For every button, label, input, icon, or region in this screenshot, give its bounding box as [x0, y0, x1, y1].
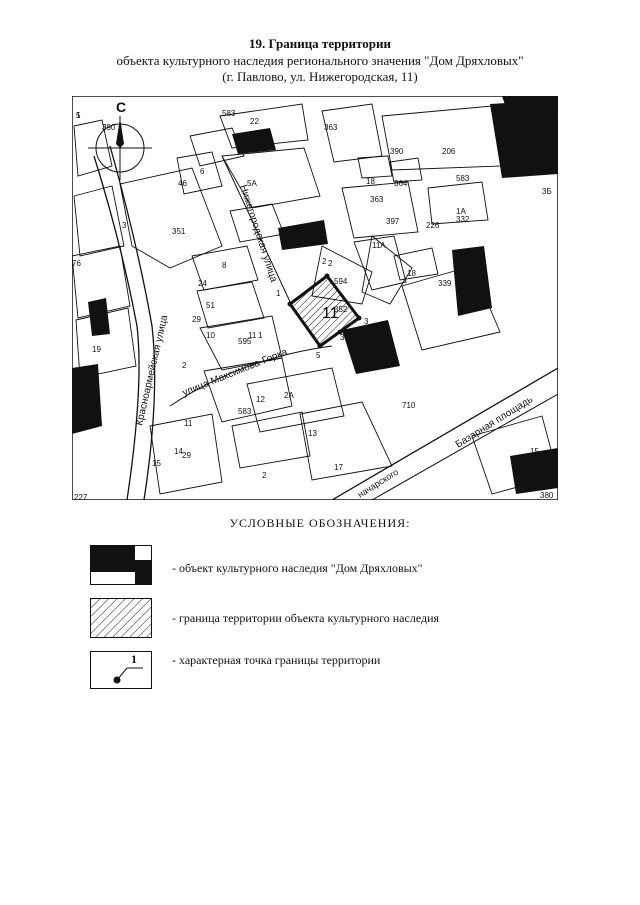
block-number-label: 5: [257, 137, 262, 146]
block-number-label: 29: [182, 451, 191, 460]
block-number-label: 351: [172, 227, 186, 236]
block-number-label: 18: [366, 177, 375, 186]
block-number-label: 24: [198, 279, 207, 288]
block-number-label: 1А: [456, 207, 466, 216]
block-number-label: 2: [182, 361, 187, 370]
legend-point-number: 1: [131, 652, 137, 666]
block-number-label: 2: [322, 257, 327, 266]
block-number-label: 2А: [284, 391, 294, 400]
block-number-label: 583: [238, 407, 252, 416]
block-number-label: 29: [192, 315, 201, 324]
legend-heading: УСЛОВНЫЕ ОБОЗНАЧЕНИЯ:: [229, 516, 411, 530]
block-number-label: 14: [174, 447, 183, 456]
compass-icon: [88, 116, 152, 180]
block-number-label: 4: [386, 333, 391, 342]
hatch-pattern: [91, 599, 151, 637]
block-number-label: 2: [262, 471, 267, 480]
block-number-label: 3: [102, 123, 107, 132]
legend-swatch-territory: [90, 598, 152, 638]
block-number-label: 594: [334, 277, 348, 286]
block-number-label: 12: [256, 395, 265, 404]
block-number-label: 1: [458, 281, 463, 290]
block-number-label: 18: [407, 269, 416, 278]
address-line: (г. Павлово, ул. Нижегородская, 11): [222, 69, 418, 84]
dark-buildings: [72, 96, 558, 494]
page-subtitle: объекта культурного наследия регионально…: [116, 53, 524, 68]
legend-text-territory: - граница территории объекта культурного…: [172, 611, 440, 625]
legend-text-point: - характерная точка границы территории: [172, 653, 381, 667]
block-number-label: 339: [438, 279, 452, 288]
block-number-label: 30: [536, 473, 545, 482]
legend-swatch-point: 1: [90, 651, 152, 689]
block-number-label: 595: [238, 337, 252, 346]
point-label: 2: [328, 259, 333, 268]
block-number-label: 390: [390, 147, 404, 156]
block-number-label: 227: [172, 499, 186, 500]
point-label: 3: [364, 317, 369, 326]
block-number-label: 19: [92, 345, 101, 354]
block-number-label: 206: [442, 147, 456, 156]
block-number-label: 363: [370, 195, 384, 204]
block-number-label: 11: [184, 419, 193, 428]
block-number-label: 594: [370, 331, 384, 340]
block-number-label: 352: [334, 305, 348, 314]
block-number-label: 11: [248, 331, 257, 340]
block-number-label: 10: [206, 331, 215, 340]
block-number-label: 3Б: [542, 187, 552, 196]
block-number-label: 1: [258, 331, 263, 340]
block-number-label: 226: [426, 221, 440, 230]
point-label: 5: [316, 351, 321, 360]
block-number-label: 13: [308, 429, 317, 438]
legend-text-heritage-object: - объект культурного наследия "Дом Дряхл…: [172, 561, 423, 575]
block-number-label: 364: [394, 179, 408, 188]
point-label: 4: [348, 333, 353, 342]
street-edge: [221, 155, 293, 307]
block-number-label: 8: [222, 261, 227, 270]
object-label: 11: [322, 305, 339, 322]
block-number-label: 1: [76, 111, 81, 120]
street-edge: [331, 367, 558, 500]
block-number-label: 22: [250, 117, 259, 126]
cadastral-map: С 1 2 3 4 5 11 Нижегородская улица Красн…: [72, 96, 558, 500]
block-number-label: 11А: [372, 241, 386, 250]
block-number-label: 22: [500, 161, 509, 170]
point-marker-icon: [113, 667, 143, 684]
block-number-label: 227: [74, 493, 88, 500]
block-number-label: 710: [402, 401, 416, 410]
block-number-label: 3: [340, 333, 345, 342]
block-number-label: 583: [222, 109, 236, 118]
block-number-label: 583: [456, 174, 470, 183]
block-number-label: 380: [540, 491, 554, 500]
block-number-label: 46: [178, 179, 187, 188]
street-edge: [371, 393, 558, 500]
point-label: 1: [276, 289, 281, 298]
block-number-label: 397: [386, 217, 400, 226]
block-number-label: 5А: [247, 179, 257, 188]
block-number-label: 1Б: [524, 109, 534, 118]
legend-swatch-heritage-object: [90, 545, 152, 585]
block-number-label: 17: [334, 463, 343, 472]
block-number-label: 363: [324, 123, 338, 132]
block-number-label: 390: [102, 123, 116, 132]
block-number-label: 6: [200, 167, 205, 176]
block-number-label: 15: [152, 459, 161, 468]
block-number-label: 76: [72, 259, 81, 268]
block-number-label: 51: [206, 301, 215, 310]
block-number-label: 5: [76, 111, 81, 120]
block-number-label: 332: [456, 215, 470, 224]
page-title: 19. Граница территории: [249, 36, 391, 51]
street-edge: [93, 155, 140, 500]
boundary-points: [287, 273, 362, 349]
block-number-label: 3: [122, 221, 127, 230]
street-edge: [169, 345, 333, 407]
north-label: С: [116, 99, 126, 115]
block-number-label: 15: [530, 447, 539, 456]
